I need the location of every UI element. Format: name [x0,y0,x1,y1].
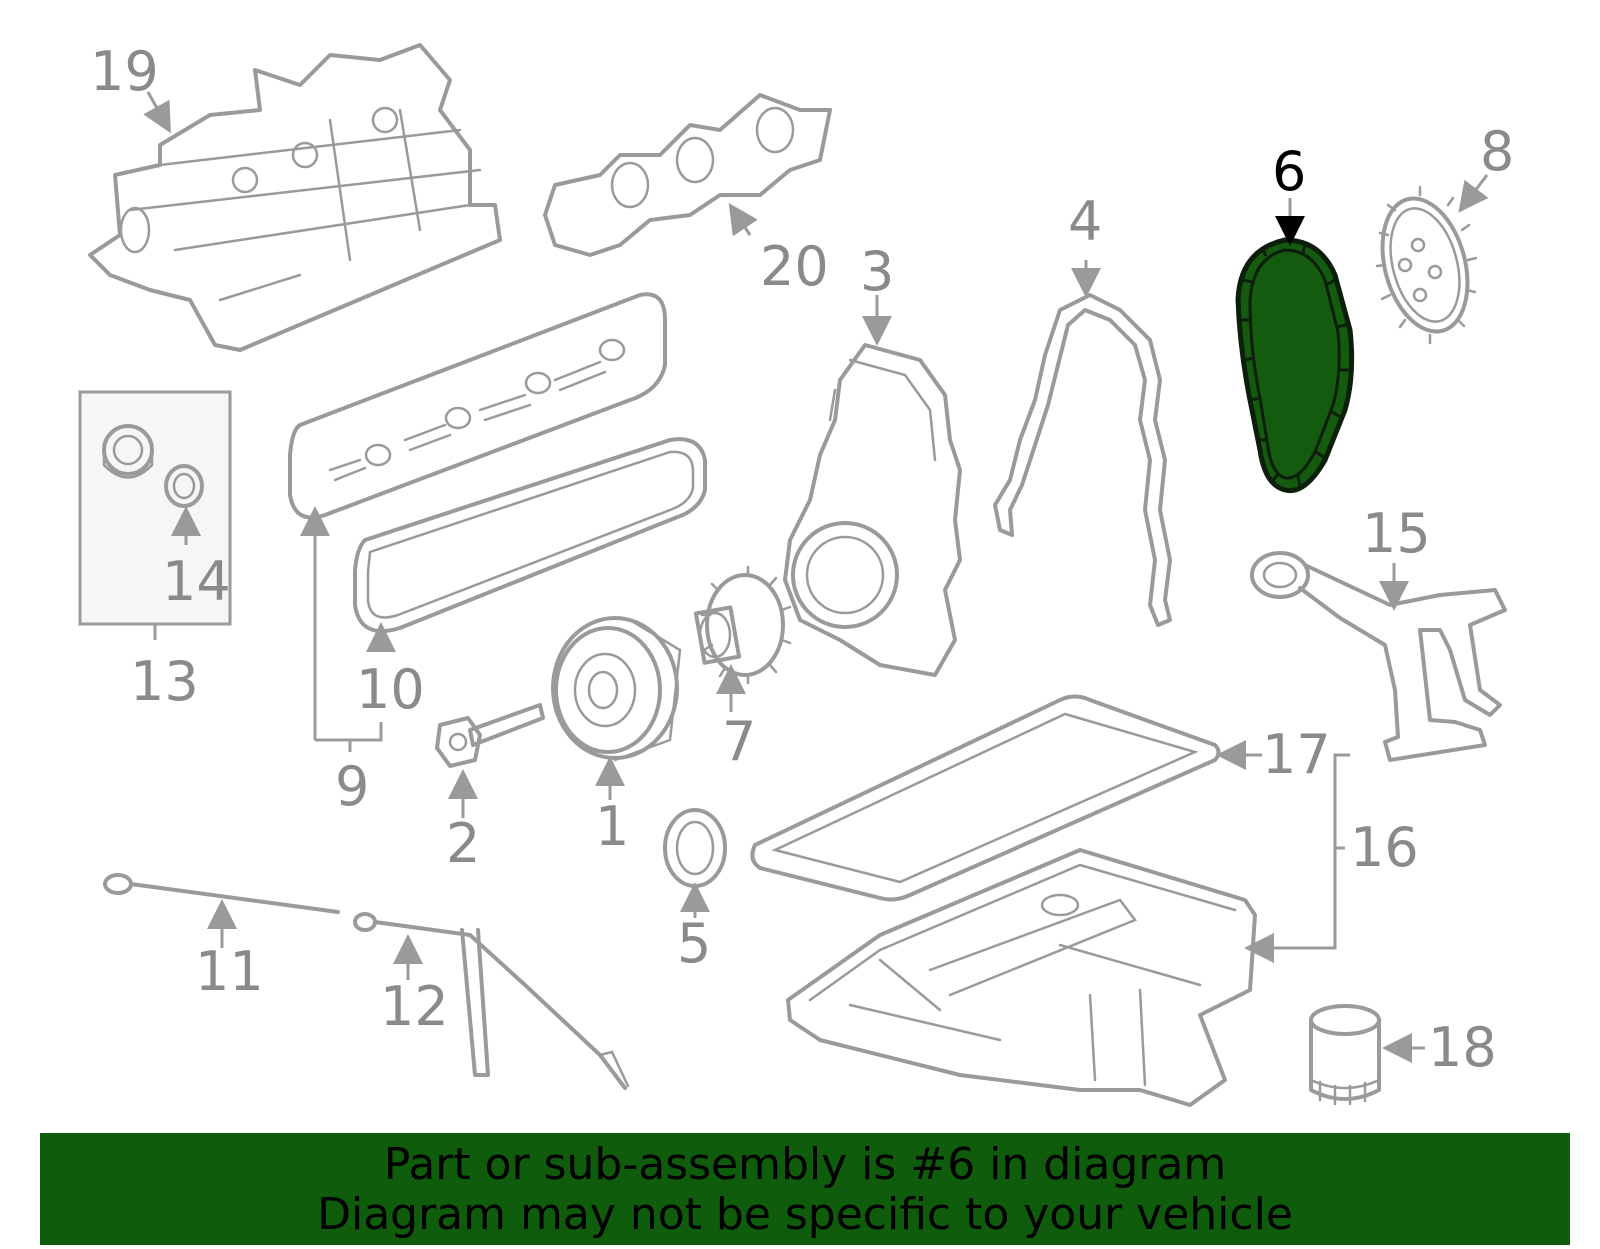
callout-11: 11 [195,940,264,1003]
part-2-balancer-bolt[interactable] [435,703,545,768]
part-6-timing-chain[interactable] [1235,237,1355,494]
highlight-info-banner: Part or sub-assembly is #6 in diagram Di… [40,1133,1570,1245]
part-9-valve-cover[interactable] [288,292,667,520]
callout-17: 17 [1262,723,1331,786]
part-1-harmonic-balancer[interactable] [551,616,682,762]
callout-12: 12 [380,975,449,1038]
callout-13: 13 [130,650,199,713]
part-5-front-crank-seal[interactable] [663,808,727,888]
part-3-timing-cover[interactable] [783,343,962,677]
part-17-oil-pan-gasket[interactable] [750,694,1221,902]
part-12-dipstick-tube[interactable] [353,912,630,1090]
callout-18: 18 [1428,1016,1497,1079]
callout-16: 16 [1350,816,1419,879]
callout-1: 1 [595,795,629,858]
callout-20: 20 [760,235,829,298]
callout-10: 10 [356,658,425,721]
part-16-oil-pan[interactable] [786,848,1257,1107]
part-8-camshaft-sprocket[interactable] [1369,185,1481,345]
callout-2: 2 [446,812,480,875]
part-20-exhaust-manifold[interactable] [543,93,832,257]
callout-14: 14 [162,550,231,613]
callout-8: 8 [1480,120,1514,183]
banner-line-2: Diagram may not be specific to your vehi… [317,1189,1293,1240]
part-19-intake-manifold[interactable] [88,43,502,352]
part-15-oil-pump-pickup[interactable] [1250,551,1507,762]
part-11-oil-dipstick[interactable] [103,873,340,914]
callout-3: 3 [860,240,894,303]
callout-6: 6 [1272,140,1306,203]
part-7-crankshaft-sprocket[interactable] [693,565,792,685]
part-18-oil-filter[interactable] [1309,1004,1381,1106]
callout-15: 15 [1362,502,1431,565]
part-4-timing-cover-gasket[interactable] [993,293,1172,627]
part-10-valve-cover-gasket[interactable] [353,437,707,634]
banner-line-1: Part or sub-assembly is #6 in diagram [383,1139,1227,1190]
callout-7: 7 [722,710,756,773]
callout-19: 19 [90,40,159,103]
callout-9: 9 [335,755,369,818]
callout-4: 4 [1068,190,1102,253]
callout-5: 5 [677,912,711,975]
